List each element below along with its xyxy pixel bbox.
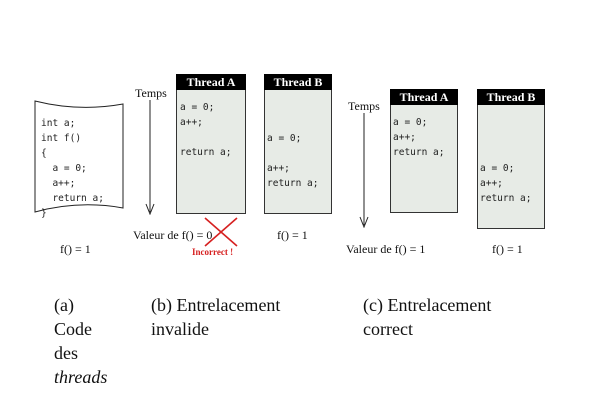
thread-a-c: Thread A a = 0; a++; return a;: [390, 89, 458, 213]
caption-line: threads: [54, 367, 108, 387]
thread-b-c: Thread B a = 0; a++; return a;: [477, 89, 545, 229]
code-line: int a;: [41, 118, 76, 129]
thread-a-title: Thread A: [390, 89, 458, 105]
code-line: {: [41, 148, 47, 159]
caption-line: (a): [54, 295, 74, 315]
time-arrow-b: [145, 100, 155, 215]
caption-line: invalide: [151, 319, 209, 339]
thread-a-body: a = 0; a++; return a;: [176, 90, 246, 214]
code-line: }: [41, 208, 47, 219]
time-label-c: Temps: [348, 99, 380, 113]
code-line: return a;: [480, 193, 532, 204]
code-line: a++;: [41, 178, 76, 189]
thread-a-b: Thread A a = 0; a++; return a;: [176, 74, 246, 214]
code-line: a = 0;: [41, 163, 87, 174]
code-line: [180, 130, 245, 145]
result-b: f() = 1: [277, 228, 308, 242]
caption-b: (b) Entrelacement invalide: [151, 293, 280, 341]
code-line: a++;: [267, 163, 290, 174]
error-label: Incorrect !: [192, 247, 234, 257]
value-label-c: Valeur de f() = 1: [346, 242, 426, 256]
thread-b-body: a = 0; a++; return a;: [264, 90, 332, 214]
code-line: a = 0;: [393, 117, 428, 128]
code-line: int f(): [41, 133, 82, 144]
thread-a-body: a = 0; a++; return a;: [390, 105, 458, 213]
time-arrow-c: [359, 113, 369, 228]
code-line: a = 0;: [480, 163, 515, 174]
code-line: a++;: [480, 178, 503, 189]
caption-line: (b) Entrelacement: [151, 295, 281, 315]
code-line: a++;: [393, 132, 416, 143]
code-line: a = 0;: [180, 102, 215, 113]
code-line: a = 0;: [267, 133, 302, 144]
code-line: return a;: [41, 193, 104, 204]
code-line: return a;: [393, 147, 445, 158]
caption-a: (a) Code des threads: [54, 293, 107, 389]
cross-mark: [204, 217, 238, 247]
thread-b-body: a = 0; a++; return a;: [477, 105, 545, 229]
code-block: int a; int f() { a = 0; a++; return a; }: [41, 116, 104, 221]
caption-line: correct: [363, 319, 413, 339]
code-line: a++;: [180, 117, 203, 128]
result-a: f() = 1: [60, 242, 91, 256]
thread-a-title: Thread A: [176, 74, 246, 90]
caption-c: (c) Entrelacement correct: [363, 293, 491, 341]
thread-b-title: Thread B: [264, 74, 332, 90]
thread-b-b: Thread B a = 0; a++; return a;: [264, 74, 332, 214]
thread-b-title: Thread B: [477, 89, 545, 105]
result-c: f() = 1: [492, 242, 523, 256]
caption-line: des: [54, 343, 78, 363]
code-line: [267, 146, 331, 161]
caption-line: (c) Entrelacement: [363, 295, 492, 315]
code-line: return a;: [267, 178, 319, 189]
code-page-shape: [34, 100, 124, 213]
time-label-b: Temps: [135, 86, 167, 100]
caption-line: Code: [54, 319, 92, 339]
value-label-b: Valeur de f() = 0: [133, 228, 213, 242]
code-line: return a;: [180, 147, 232, 158]
